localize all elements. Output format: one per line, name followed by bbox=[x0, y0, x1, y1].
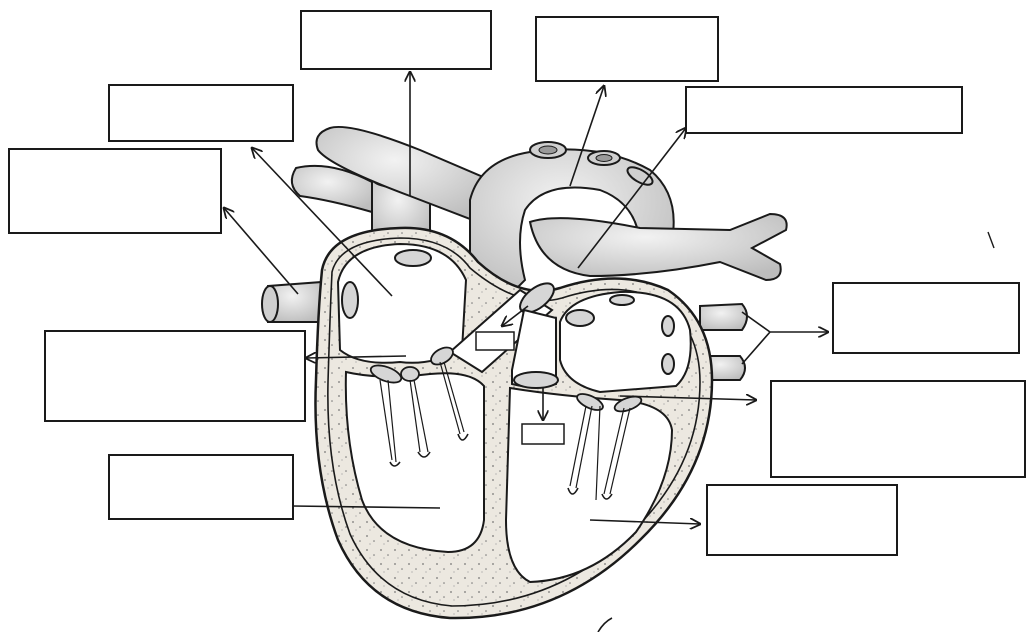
label-box-8[interactable] bbox=[832, 282, 1020, 354]
label-box-2[interactable] bbox=[535, 16, 719, 82]
stray-mark-right bbox=[988, 232, 994, 248]
label-box-5[interactable] bbox=[8, 148, 222, 234]
left-atrium bbox=[560, 292, 691, 392]
left-ventricle bbox=[506, 388, 672, 582]
tricuspid-valve-flap-2 bbox=[401, 367, 419, 381]
small-label-box-1[interactable] bbox=[476, 332, 514, 350]
label-box-4[interactable] bbox=[108, 84, 294, 142]
label-box-9[interactable] bbox=[770, 380, 1026, 478]
pulmonary-vein-upper-right bbox=[700, 304, 747, 330]
label-box-6[interactable] bbox=[44, 330, 306, 422]
small-label-box-2[interactable] bbox=[522, 424, 564, 444]
label-box-10[interactable] bbox=[706, 484, 898, 556]
leader-arrow-box-8 bbox=[742, 312, 828, 364]
label-box-7[interactable] bbox=[108, 454, 294, 520]
label-box-3[interactable] bbox=[685, 86, 963, 134]
label-box-1[interactable] bbox=[300, 10, 492, 70]
stray-mark-bottom bbox=[598, 618, 612, 632]
leader-arrow-box-5 bbox=[224, 208, 298, 294]
